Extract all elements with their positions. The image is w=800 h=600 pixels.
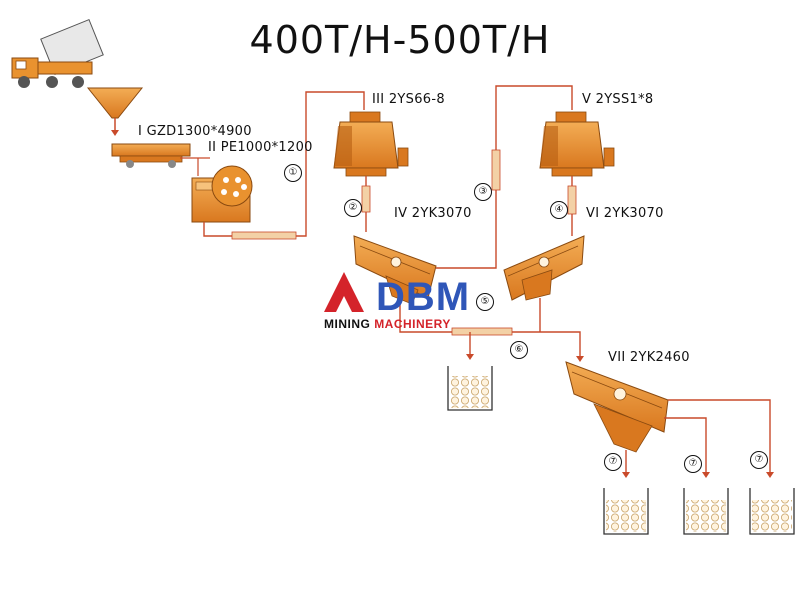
cone-crusher-1-icon [333, 111, 409, 232]
step-marker-2: ② [344, 199, 362, 217]
conveyor-belt-3 [436, 85, 573, 269]
vibrating-screen-2-icon [503, 235, 585, 301]
label-cone-crusher-2: V 2YSS1*8 [582, 92, 654, 107]
vibrating-feeder-icon [111, 143, 210, 176]
step-marker-1: ① [284, 164, 302, 182]
product-bin-4-icon [749, 488, 795, 535]
logo-subtitle: MINING MACHINERY [324, 317, 451, 331]
product-bin-1-icon [447, 366, 493, 411]
output-pipes [622, 399, 774, 478]
logo-subtitle-machinery: MACHINERY [374, 317, 451, 331]
label-feeder: I GZD1300*4900 [138, 124, 252, 139]
step-marker-4: ④ [550, 201, 568, 219]
page-title: 400T/H-500T/H [249, 18, 551, 62]
vibrating-screen-3-icon [565, 361, 669, 453]
cone-crusher-2-icon [539, 111, 615, 236]
label-screen-3: VII 2YK2460 [608, 350, 690, 365]
step-marker-3: ③ [474, 183, 492, 201]
dbm-logo-icon [324, 272, 364, 312]
step-marker-6: ⑥ [510, 341, 528, 359]
vibrating-screen-1-icon [353, 235, 437, 305]
feed-hopper-icon [86, 87, 144, 136]
logo-wordmark: DBM [376, 275, 471, 319]
step-marker-5: ⑤ [476, 293, 494, 311]
step-marker-7b: ⑦ [684, 455, 702, 473]
product-bin-2-icon [603, 488, 649, 535]
product-bin-3-icon [683, 488, 729, 535]
label-jaw-crusher: II PE1000*1200 [208, 140, 313, 155]
label-screen-1: IV 2YK3070 [394, 206, 472, 221]
jaw-crusher-icon [191, 165, 253, 223]
step-marker-7c: ⑦ [750, 451, 768, 469]
step-marker-7a: ⑦ [604, 453, 622, 471]
conveyor-belt-5-6 [399, 298, 584, 362]
label-cone-crusher-1: III 2YS66-8 [372, 92, 445, 107]
conveyor-belt-1 [203, 91, 365, 240]
label-screen-2: VI 2YK3070 [586, 206, 664, 221]
logo-subtitle-mining: MINING [324, 317, 371, 331]
dump-truck-icon [11, 18, 104, 88]
